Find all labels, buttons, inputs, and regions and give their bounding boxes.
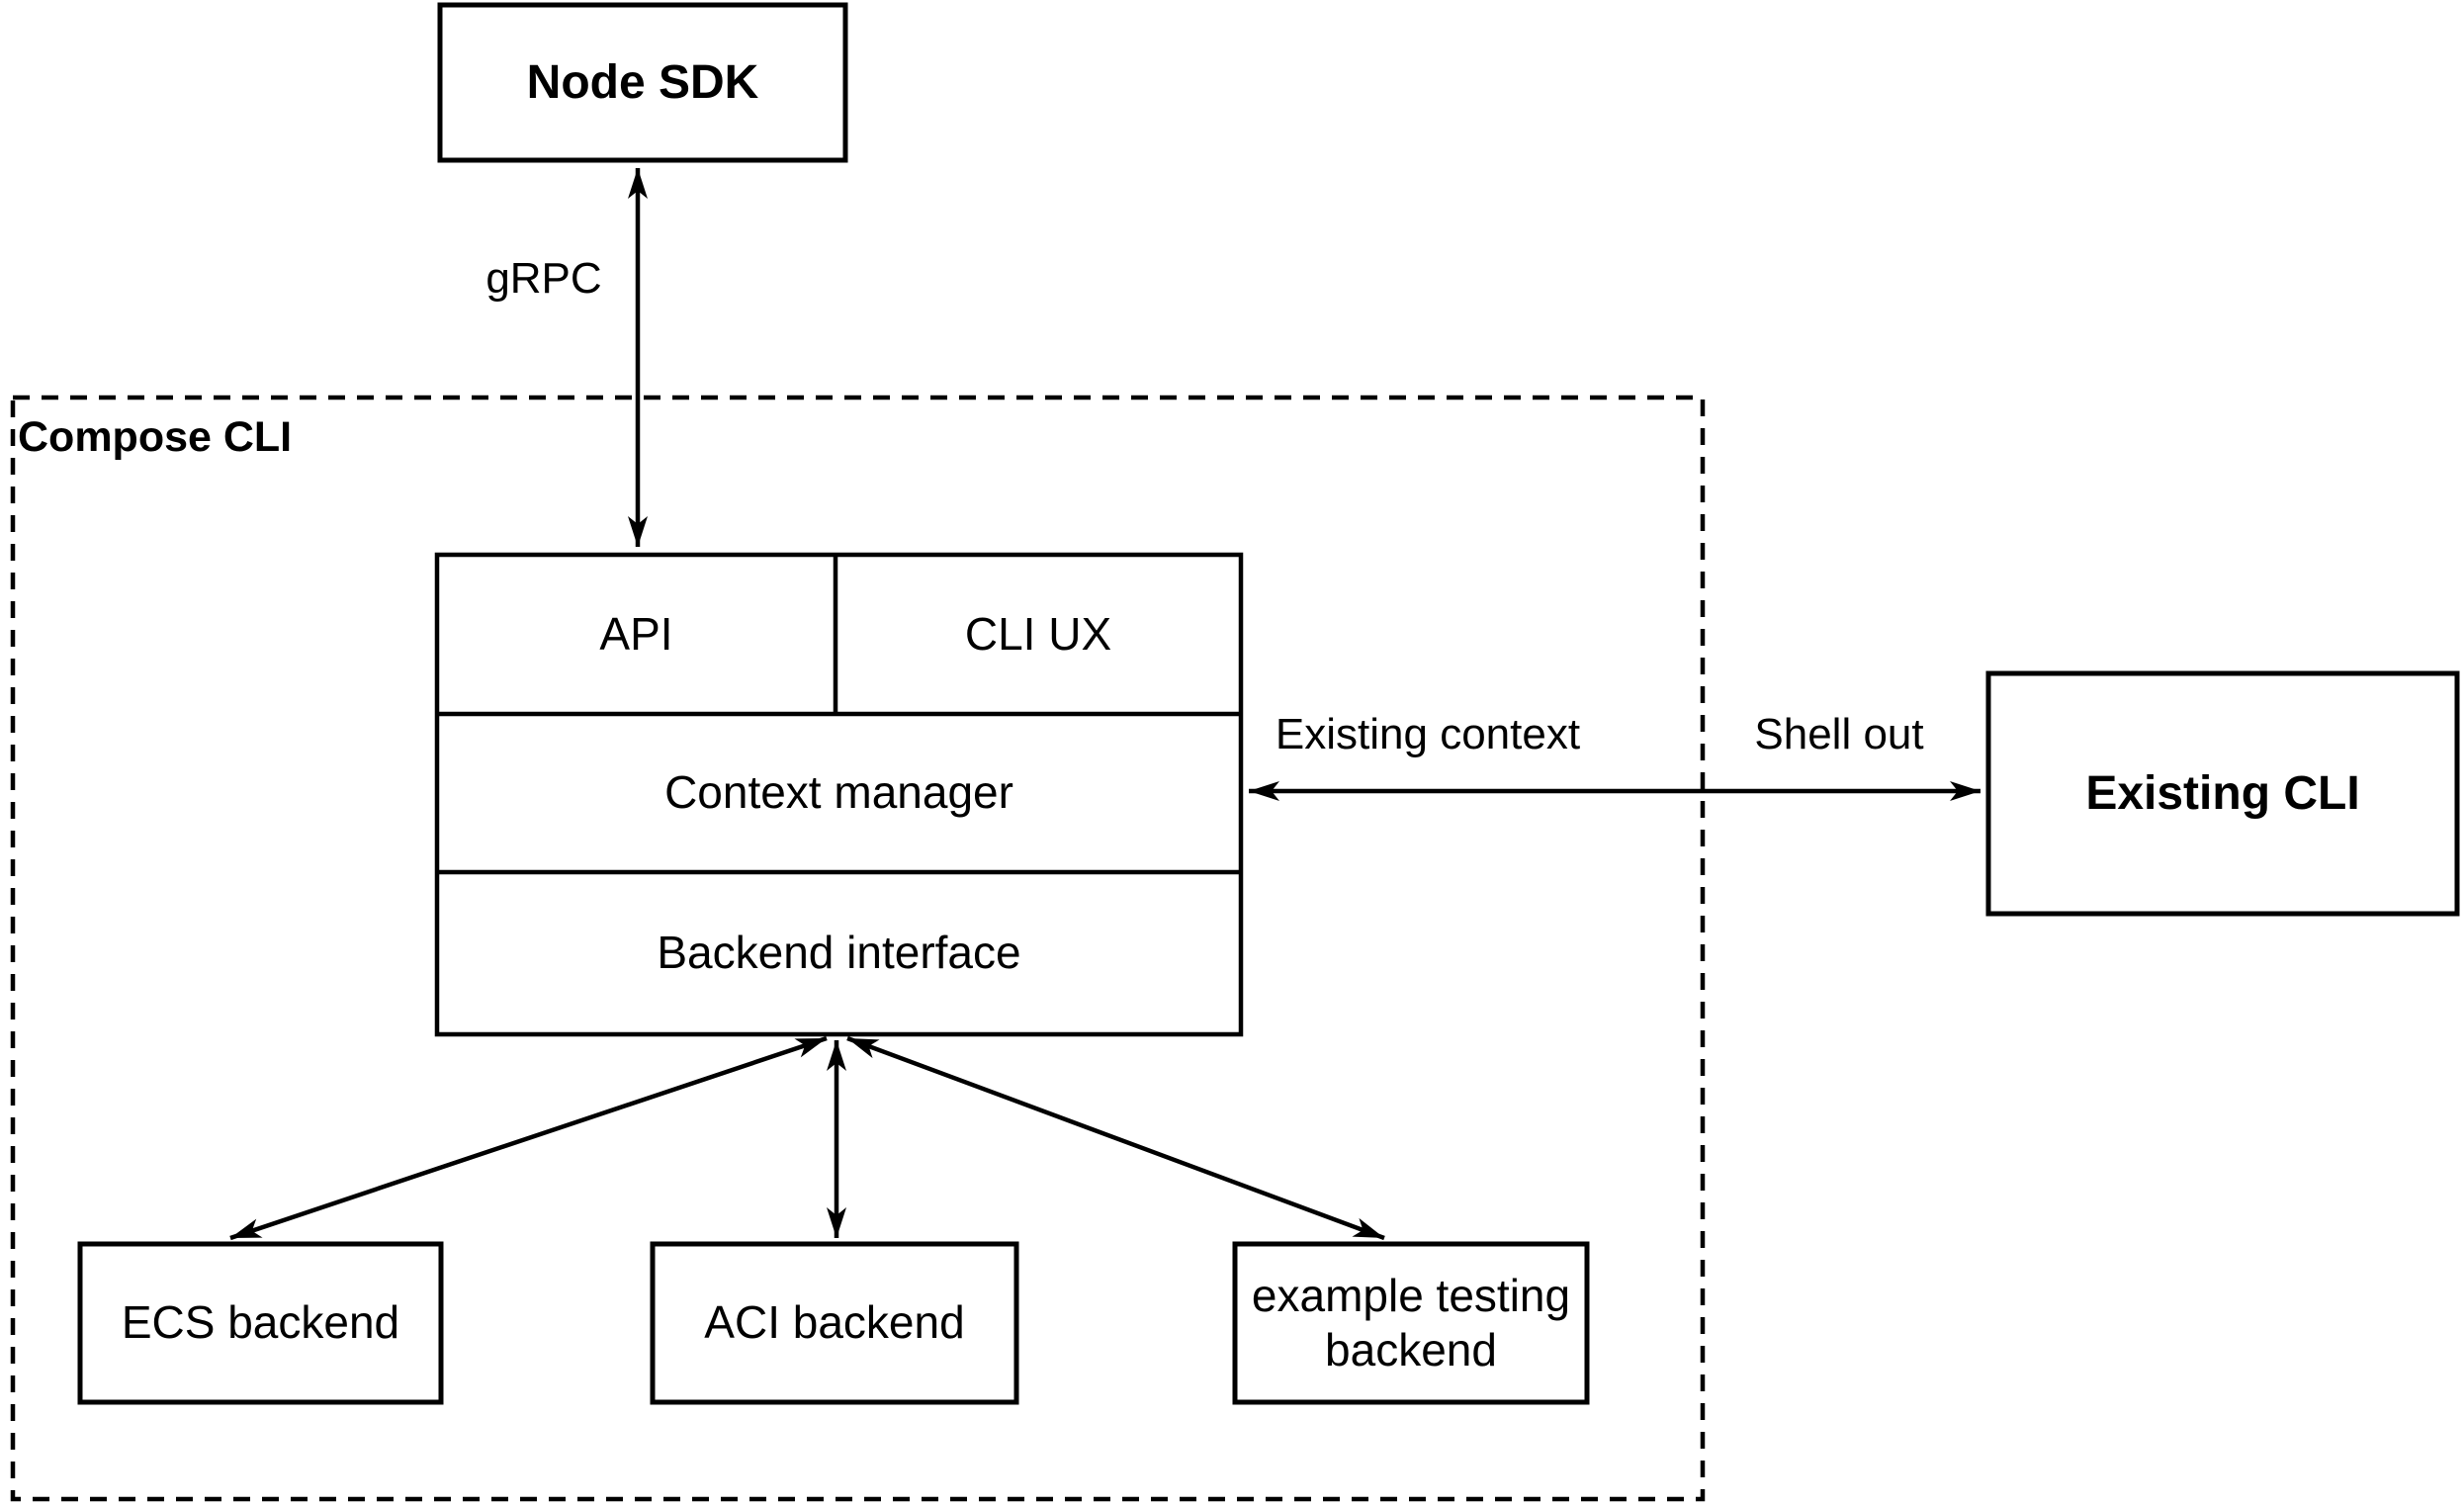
backend-interface-label: Backend interface [657,927,1021,979]
ecs-backend-box [77,1241,444,1405]
example-testing-backend-label: example testing backend [1251,1269,1571,1375]
existing-context-edge-label: Existing context [1275,709,1581,758]
grpc-edge-label: gRPC [485,253,602,303]
compose-cli-container-label: Compose CLI [18,413,293,461]
shell-out-edge-label: Shell out [1754,709,1924,758]
context-manager-label: Context manager [664,766,1013,819]
compose-cli-stack-box [434,552,1244,1037]
aci-backend-box [650,1241,1019,1405]
existing-cli-label: Existing CLI [2085,766,2360,820]
cli-ux-label: CLI UX [964,607,1112,660]
ecs-backend-label: ECS backend [121,1296,400,1349]
example-testing-backend-connector [846,1035,1385,1241]
api-label: API [599,607,673,660]
node-sdk-box [437,2,848,163]
compose-cli-container-border [10,395,1706,1502]
node-sdk-label: Node SDK [526,55,759,109]
aci-backend-label: ACI backend [704,1296,965,1349]
example-testing-backend-box [1232,1241,1590,1405]
ecs-backend-connector [229,1035,828,1241]
existing-cli-box [1985,670,2460,917]
